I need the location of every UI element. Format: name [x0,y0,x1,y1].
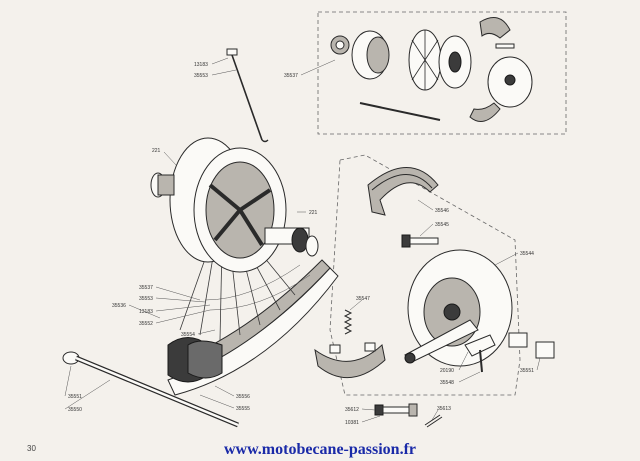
label-35545-pin: 35545 [435,222,449,228]
label-35551-spacer: 35551 [520,368,534,374]
label-10381-bolt: 10381 [345,420,359,426]
label-35536-rim: 35536 [112,303,126,309]
label-35547-spring: 35547 [356,296,370,302]
brake-pin-part [401,234,439,248]
label-20190-lever: 20190 [440,368,454,374]
brake-spring-part [343,309,353,335]
cotter-pin-part [424,414,443,428]
label-35548-lever: 35548 [440,380,454,386]
axle-part [62,351,239,428]
brake-lever-part [464,334,496,373]
spacer-part [508,332,555,359]
label-35612-bolt: 35612 [345,407,359,413]
label-35546-shoe: 35546 [435,208,449,214]
hub-detail-frame [317,11,567,135]
label-35537-hub: 35537 [284,73,298,79]
label-35551-axle: 35551 [68,394,82,400]
bolt-part [374,403,418,417]
label-35553-top: 35553 [194,73,208,79]
label-35544-plate: 35544 [520,251,534,257]
spoke-part [226,48,269,143]
label-35552-spoke: 35552 [139,321,153,327]
website-footer[interactable]: www.motobecane-passion.fr [224,441,416,458]
label-35556-tire: 35556 [236,394,250,400]
label-221-left: 221 [152,148,161,154]
label-35537-spoke: 35537 [139,285,153,291]
lower-brake-shoe-part [314,342,386,379]
label-35554-rim: 35554 [181,332,195,338]
tire-part [167,259,339,396]
label-221-right: 221 [309,210,318,216]
brake-plate-part [404,249,513,367]
label-13183-top: 13183 [194,62,208,68]
label-35555-tire: 35555 [236,406,250,412]
page-number: 30 [27,444,36,453]
brake-shoe-part [367,167,439,216]
label-35550-axle: 35550 [68,407,82,413]
label-35553-spoke: 35553 [139,296,153,302]
label-35613-cotter: 35613 [437,406,451,412]
hub-exploded-parts [330,17,533,122]
wheel-hub [150,137,319,273]
